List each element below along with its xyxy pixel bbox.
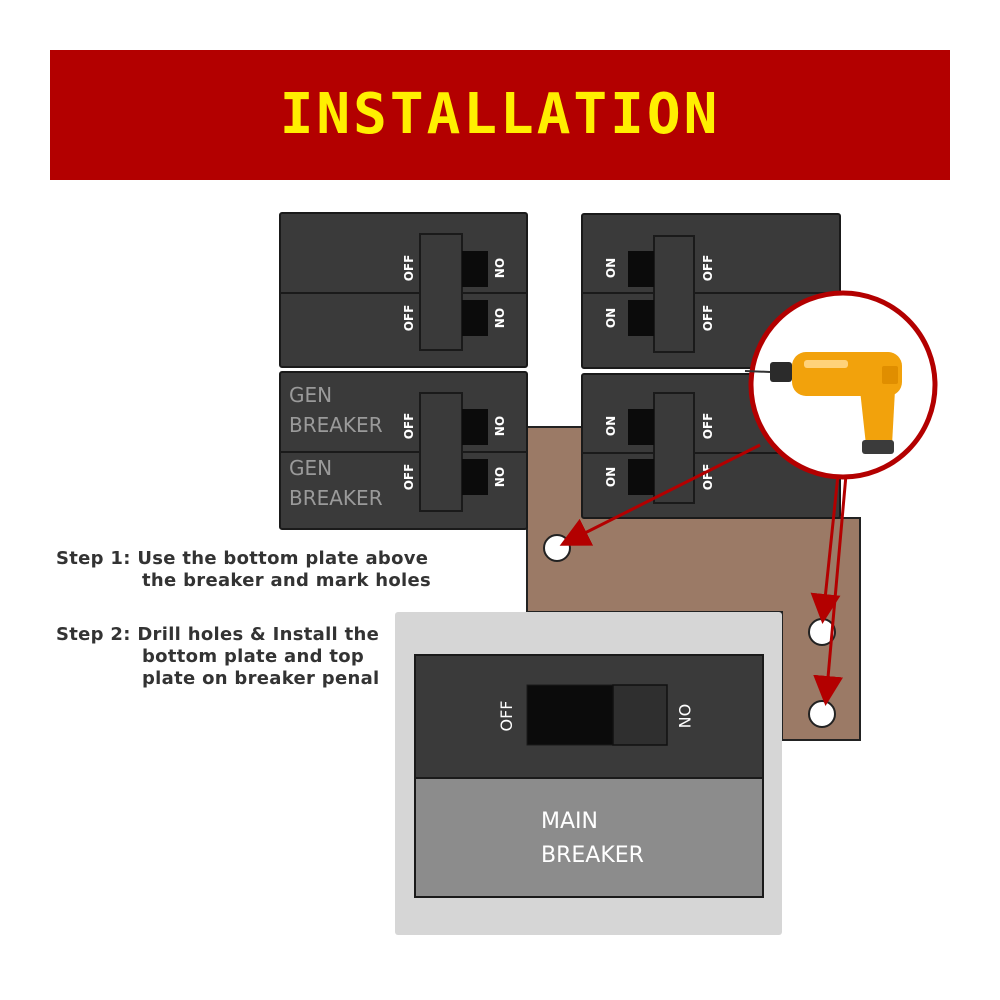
- breaker-off-label: OFF: [402, 464, 416, 491]
- breaker-on-label: ON: [492, 416, 506, 436]
- main-on-label: ON: [675, 704, 694, 729]
- arrows: [559, 443, 848, 706]
- breaker-on-label: ON: [604, 258, 618, 278]
- step-1-line2: the breaker and mark holes: [142, 570, 432, 591]
- title-banner: INSTALLATION: [50, 50, 950, 180]
- main-off-label: OFF: [497, 701, 516, 732]
- gen-label-line1: GEN: [289, 383, 332, 407]
- step-2-text: Step 2: Drill holes & Install the bottom…: [56, 624, 380, 690]
- main-label-line2: BREAKER: [541, 843, 644, 868]
- page-title: INSTALLATION: [279, 82, 721, 147]
- main-label-line1: MAIN: [541, 809, 598, 834]
- arrow-to-hole-1: [559, 443, 761, 546]
- breaker-on-label: ON: [604, 308, 618, 328]
- breaker-off-label: OFF: [402, 413, 416, 440]
- plate-hole-1: [543, 534, 571, 562]
- drill-callout: [744, 290, 938, 480]
- step-2-line2: bottom plate and top: [142, 646, 365, 667]
- breaker-off-label: OFF: [701, 305, 715, 332]
- arrow-to-hole-3: [813, 474, 848, 706]
- gen-label-line2: BREAKER: [289, 486, 383, 510]
- breaker-on-label: ON: [492, 258, 506, 278]
- breaker-on-label: ON: [604, 467, 618, 487]
- arrow-to-hole-2: [810, 474, 841, 624]
- gen-label-line2: BREAKER: [289, 413, 383, 437]
- breaker-on-label: ON: [492, 467, 506, 487]
- breaker-left-top: OFF ON OFF ON: [279, 212, 528, 368]
- step-1-line1: Step 1: Use the bottom plate above: [56, 548, 429, 569]
- main-breaker-panel: OFF ON MAIN BREAKER: [395, 612, 782, 935]
- plate-hole-3: [808, 700, 836, 728]
- breaker-off-label: OFF: [402, 305, 416, 332]
- breaker-off-label: OFF: [402, 255, 416, 282]
- gen-label-line1: GEN: [289, 456, 332, 480]
- gen-breaker: GEN BREAKER GEN BREAKER OFF ON OFF ON: [279, 371, 528, 530]
- step-2-line3: plate on breaker penal: [142, 668, 380, 689]
- step-2-line1: Step 2: Drill holes & Install the: [56, 624, 380, 645]
- breaker-off-label: OFF: [701, 413, 715, 440]
- breaker-on-label: ON: [604, 416, 618, 436]
- drill-icon: [744, 352, 902, 454]
- step-1-text: Step 1: Use the bottom plate above the b…: [56, 548, 431, 592]
- breaker-on-label: ON: [492, 308, 506, 328]
- breaker-off-label: OFF: [701, 255, 715, 282]
